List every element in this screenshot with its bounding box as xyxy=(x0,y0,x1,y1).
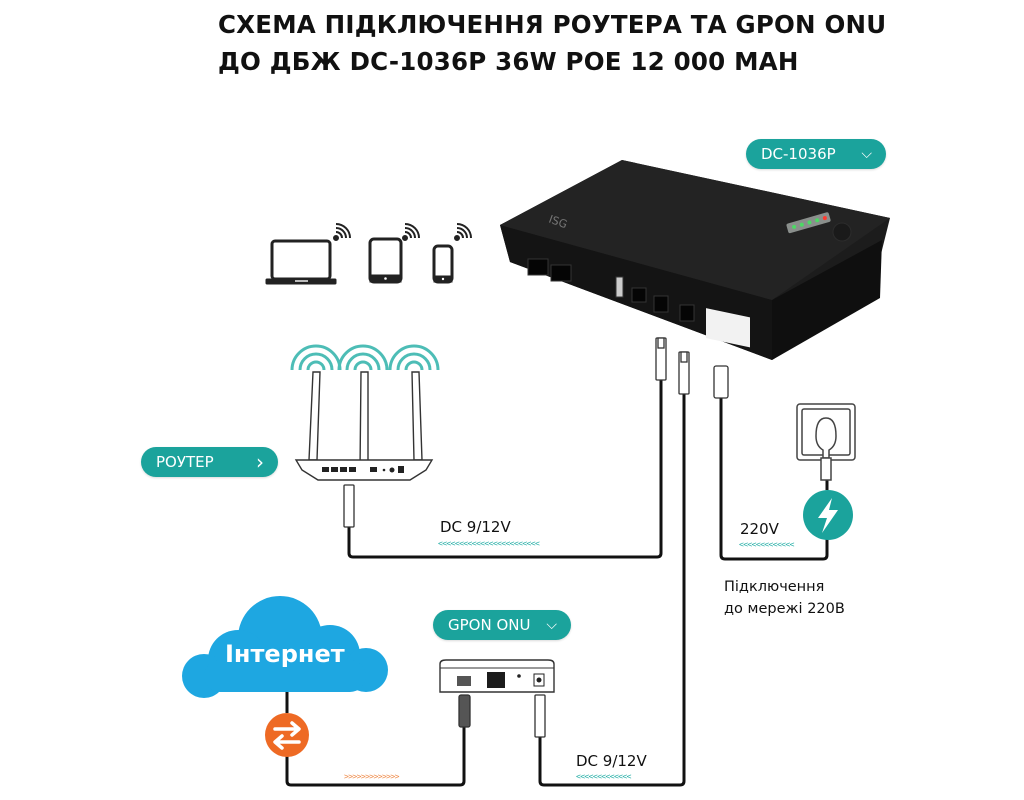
mains-voltage-label: 220V xyxy=(740,520,779,538)
router-antennas xyxy=(308,371,423,471)
ups-device: ISG xyxy=(500,160,890,360)
internet-cloud-icon xyxy=(182,596,388,698)
internet-cable-lower xyxy=(285,725,466,787)
internet-flow-arrows: >>>>>>>>>>>>> xyxy=(344,772,399,781)
chevron-right-icon: › xyxy=(256,450,264,474)
onu-fiber-port xyxy=(457,676,471,686)
12v-port xyxy=(653,295,669,313)
wifi-waves xyxy=(290,344,440,371)
power-outlet-icon xyxy=(796,403,856,481)
ups-power-button xyxy=(832,222,852,242)
mains-flow-arrows: <<<<<<<<<<<<< xyxy=(739,540,794,549)
router-body xyxy=(294,459,434,481)
ups-model-label: DC-1036P xyxy=(761,145,836,163)
exchange-icon xyxy=(265,713,309,757)
router-badge[interactable]: РОУТЕР › xyxy=(141,447,278,477)
mains-cable xyxy=(719,398,829,561)
ac-input-port xyxy=(706,308,750,348)
smartphone-wifi-icon xyxy=(454,223,472,241)
onu-dc-plug xyxy=(534,694,546,738)
router-power-flow-arrows: <<<<<<<<<<<<<<<<<<<<<<<< xyxy=(438,539,540,548)
title-line-1: СХЕМА ПІДКЛЮЧЕННЯ РОУТЕРА ТА GPON ONU xyxy=(218,10,887,39)
ac-plug xyxy=(713,365,729,399)
onu-fiber-plug xyxy=(458,694,471,728)
9v-port xyxy=(679,304,695,322)
router-lan-ports xyxy=(322,466,404,473)
title-line-2: ДО ДБЖ DC-1036P 36W POE 12 000 MAH xyxy=(218,47,799,76)
poe-port xyxy=(527,258,549,276)
onu-label: GPON ONU xyxy=(448,616,531,634)
usb-port xyxy=(615,276,624,298)
tablet-wifi-icon xyxy=(402,223,420,241)
laptop-icon xyxy=(265,239,337,285)
mains-connection-note: Підключення до мережі 220В xyxy=(724,576,845,620)
mains-note-line-1: Підключення xyxy=(724,579,825,595)
mains-note-line-2: до мережі 220В xyxy=(724,601,845,617)
ups-led-indicator xyxy=(786,212,831,234)
svg-text:ISG: ISG xyxy=(547,213,569,232)
laptop-wifi-icon xyxy=(333,223,351,241)
lightning-badge-icon xyxy=(803,490,853,540)
router-power-label: DC 9/12V xyxy=(440,518,511,536)
onu-power-cable xyxy=(538,392,686,787)
onu-badge[interactable]: GPON ONU ⌵ xyxy=(433,610,571,640)
onu-lan-port xyxy=(487,672,505,688)
ups-ports xyxy=(527,258,695,322)
onu-power-flow-arrows: <<<<<<<<<<<<< xyxy=(576,772,631,781)
internet-cloud-label: Інтернет xyxy=(225,640,345,668)
page-title: СХЕМА ПІДКЛЮЧЕННЯ РОУТЕРА ТА GPON ONU ДО… xyxy=(218,6,918,80)
onu-device xyxy=(439,659,555,693)
chevron-down-icon: ⌵ xyxy=(546,617,557,633)
lan-port xyxy=(550,264,572,282)
dc-plugs xyxy=(343,337,729,738)
router-device xyxy=(290,344,440,481)
router-label: РОУТЕР xyxy=(156,453,214,471)
5v-port xyxy=(631,287,647,303)
router-dc-plug xyxy=(343,484,355,528)
smartphone-icon xyxy=(432,244,454,284)
onu-power-label: DC 9/12V xyxy=(576,752,647,770)
tablet-icon xyxy=(368,237,403,284)
router-power-cable xyxy=(347,378,663,559)
ups-model-badge[interactable]: DC-1036P ⌵ xyxy=(746,139,886,169)
chevron-down-icon: ⌵ xyxy=(861,146,872,162)
